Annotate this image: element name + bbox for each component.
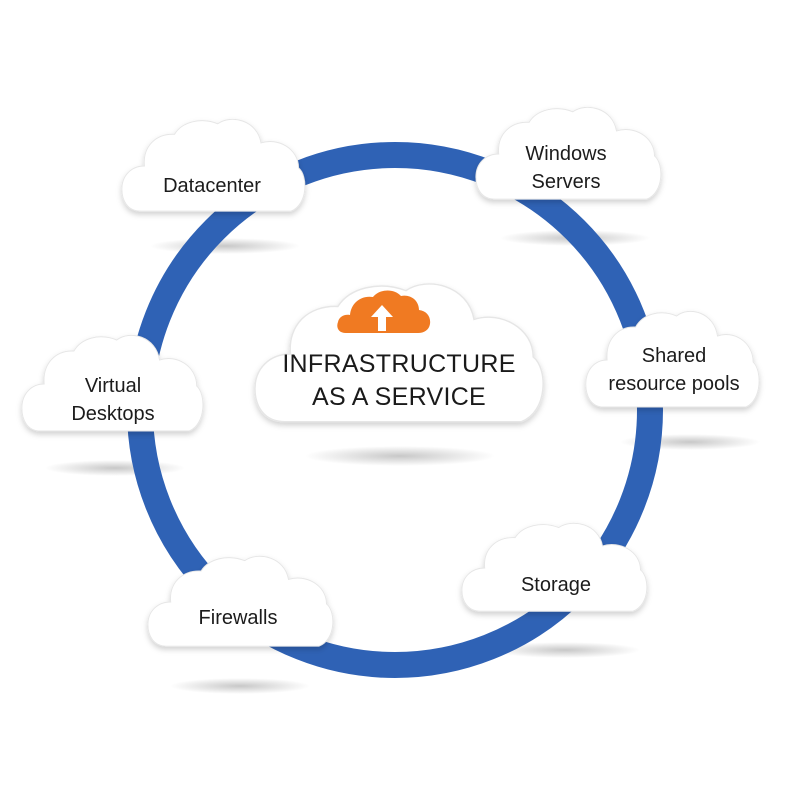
center-title-line: INFRASTRUCTURE (282, 350, 516, 378)
node-datacenter: Datacenter (163, 172, 261, 200)
node-windows-servers: Windows Servers (525, 140, 606, 196)
node-label-line: resource pools (608, 373, 740, 395)
storage-floor-shadow (490, 642, 640, 658)
node-label-line: Windows (525, 143, 607, 165)
center-title-line: AS A SERVICE (311, 383, 487, 411)
node-label-line: Datacenter (163, 175, 261, 197)
node-storage: Storage (521, 571, 591, 599)
node-label-line: Desktops (71, 403, 155, 425)
cloud-upload-icon (337, 290, 431, 333)
node-shared-resource-pools: Shared resource pools (608, 342, 739, 398)
node-label-line: Servers (531, 171, 601, 193)
firewalls-floor-shadow (170, 678, 310, 694)
node-firewalls: Firewalls (199, 604, 278, 632)
node-label-line: Shared (641, 345, 707, 367)
center-floor-shadow (305, 446, 495, 466)
datacenter-floor-shadow (150, 238, 300, 254)
node-label-line: Storage (520, 574, 592, 596)
virtual-desktops-floor-shadow (45, 460, 185, 476)
cloud-shape-firewalls (147, 555, 334, 647)
center-title: INFRASTRUCTURE AS A SERVICE (282, 348, 515, 414)
node-virtual-desktops: Virtual Desktops (71, 372, 154, 428)
node-label-line: Virtual (84, 375, 142, 397)
node-label-line: Firewalls (198, 607, 278, 629)
